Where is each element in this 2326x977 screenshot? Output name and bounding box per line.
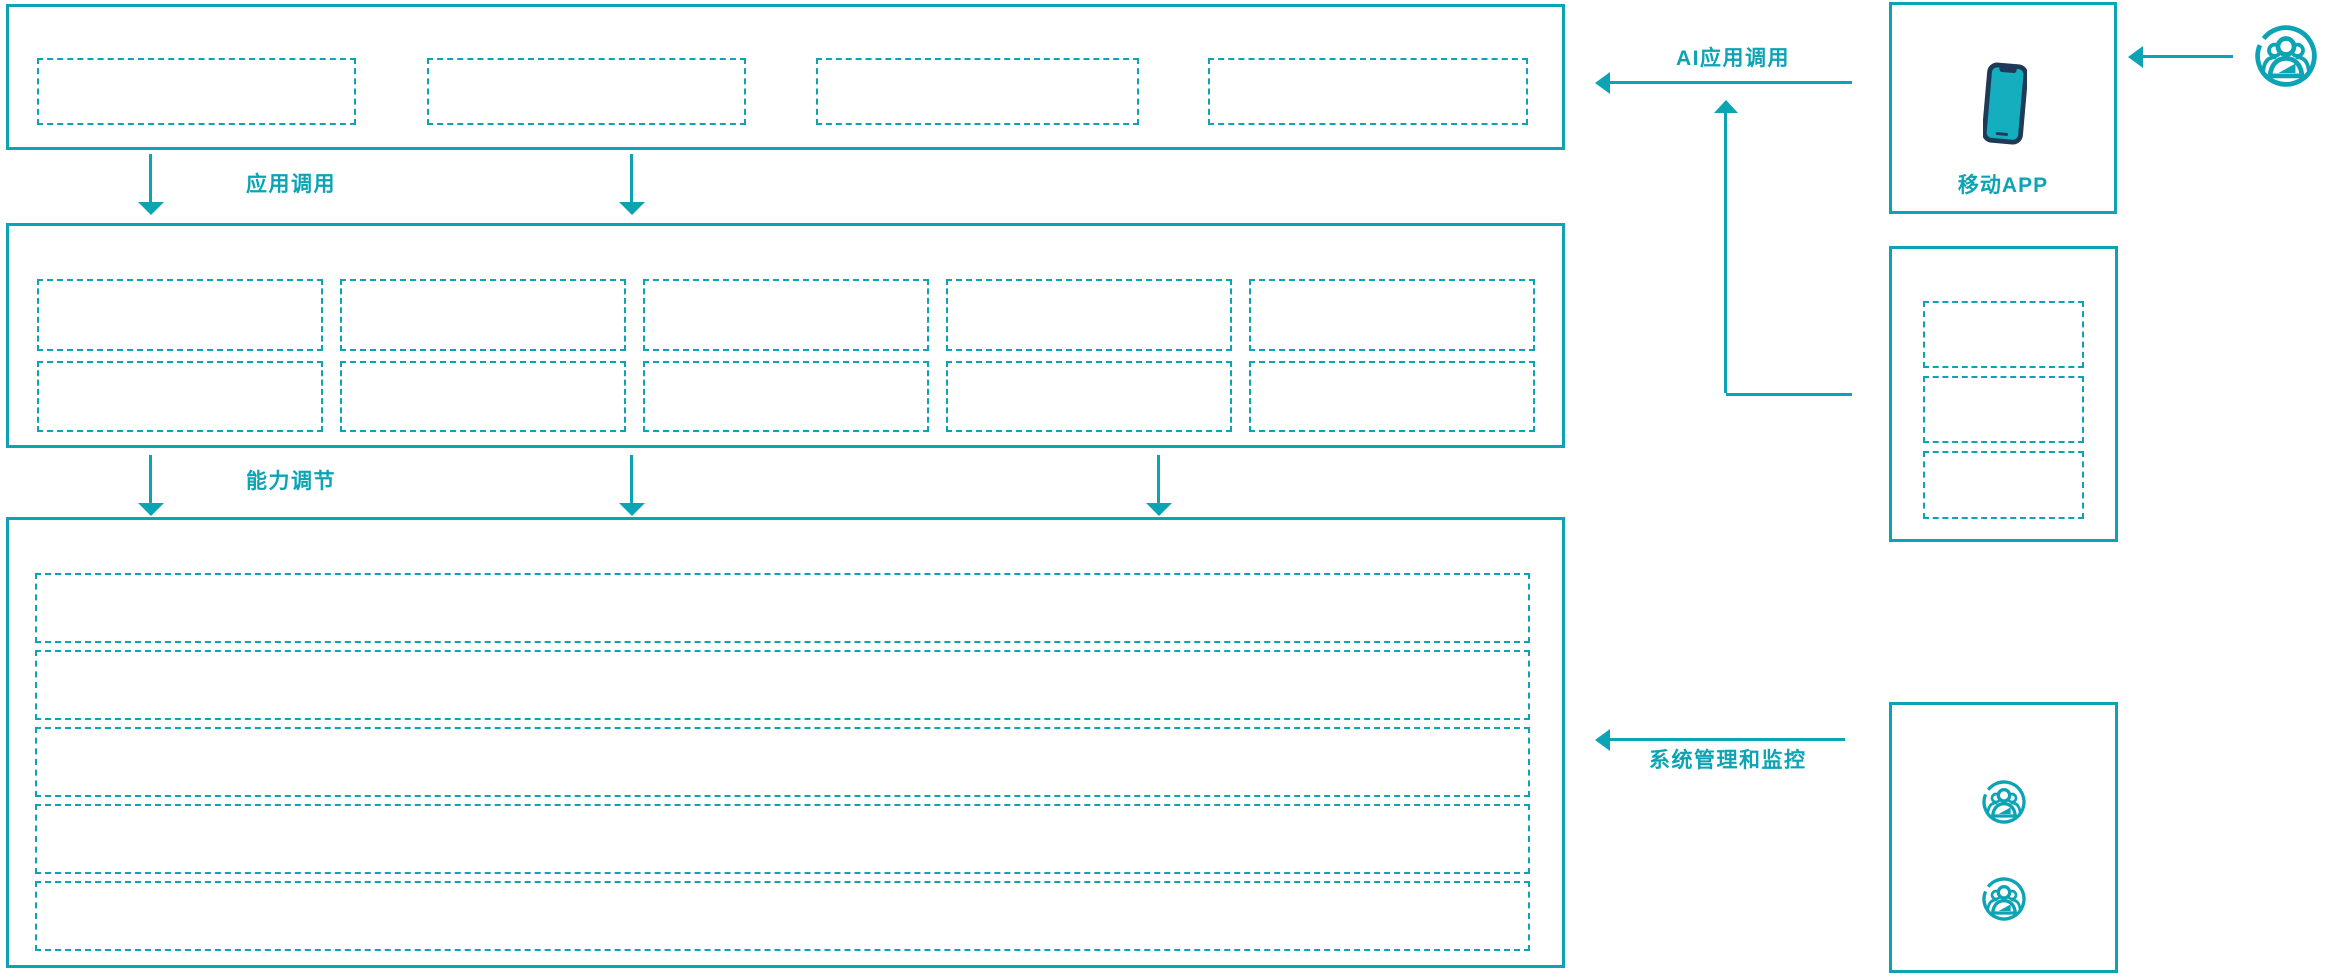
capability-slot [340, 361, 626, 432]
capability-slot [643, 361, 929, 432]
platform-row-slot [35, 573, 1530, 643]
platform-layer-box [6, 517, 1565, 968]
phone-icon [1981, 62, 2029, 146]
arrow-head-icon [138, 503, 164, 516]
arrow-head-icon [619, 503, 645, 516]
up-arrow-connector [1714, 100, 1852, 396]
capability-slot [643, 279, 929, 351]
arrow-head-icon [2128, 46, 2143, 68]
arrow-shaft [1609, 738, 1845, 741]
service-slot [1923, 301, 2084, 368]
ai-app-call-label: AI应用调用 [1676, 47, 1790, 70]
arrow-shaft [1609, 81, 1852, 84]
system-monitor-label: 系统管理和监控 [1649, 749, 1807, 772]
arrow-shaft [630, 154, 633, 202]
capability-slot [37, 361, 323, 432]
arrow-shaft [2142, 55, 2233, 58]
admin-box [1889, 702, 2118, 973]
arrow-shaft [1724, 113, 1727, 393]
users-group-icon [1980, 778, 2028, 826]
down-arrow [619, 455, 645, 516]
service-slot [1923, 451, 2084, 519]
capability-slot [37, 279, 323, 351]
system-monitor-arrow [1595, 729, 1845, 751]
capability-layer-box [6, 223, 1565, 448]
mobile-app-box: 移动APP [1889, 2, 2117, 214]
service-slot [1923, 376, 2084, 443]
application-slot [37, 58, 356, 125]
arrow-head-icon [1714, 100, 1738, 113]
capability-slot [946, 361, 1232, 432]
arrow-head-icon [138, 202, 164, 215]
down-arrow [138, 154, 164, 215]
down-arrow [1146, 455, 1172, 516]
arrow-shaft [149, 154, 152, 202]
application-slot [816, 58, 1139, 125]
arrow-shaft [630, 455, 633, 503]
app-call-label: 应用调用 [246, 173, 336, 196]
application-slot [427, 58, 746, 125]
user-to-app-arrow [2128, 46, 2233, 68]
capability-slot [340, 279, 626, 351]
users-group-icon [1980, 875, 2028, 923]
users-group-icon [2252, 22, 2320, 90]
capability-slot [1249, 279, 1535, 351]
platform-row-slot [35, 804, 1530, 874]
service-box [1889, 246, 2118, 542]
arrow-head-icon [1595, 729, 1610, 751]
capability-slot [946, 279, 1232, 351]
application-slot [1208, 58, 1528, 125]
mobile-app-label: 移动APP [1957, 174, 2049, 197]
application-layer-box [6, 4, 1565, 150]
ai-app-call-arrow [1595, 72, 1852, 94]
platform-row-slot [35, 881, 1530, 951]
platform-row-slot [35, 650, 1530, 720]
arrow-head-icon [1146, 503, 1172, 516]
arrow-shaft [1726, 393, 1852, 396]
platform-row-slot [35, 727, 1530, 797]
arrow-shaft [149, 455, 152, 503]
capability-slot [1249, 361, 1535, 432]
capability-adjust-label: 能力调节 [246, 470, 336, 493]
down-arrow [138, 455, 164, 516]
arrow-shaft [1157, 455, 1160, 503]
down-arrow [619, 154, 645, 215]
arrow-head-icon [619, 202, 645, 215]
arrow-head-icon [1595, 72, 1610, 94]
